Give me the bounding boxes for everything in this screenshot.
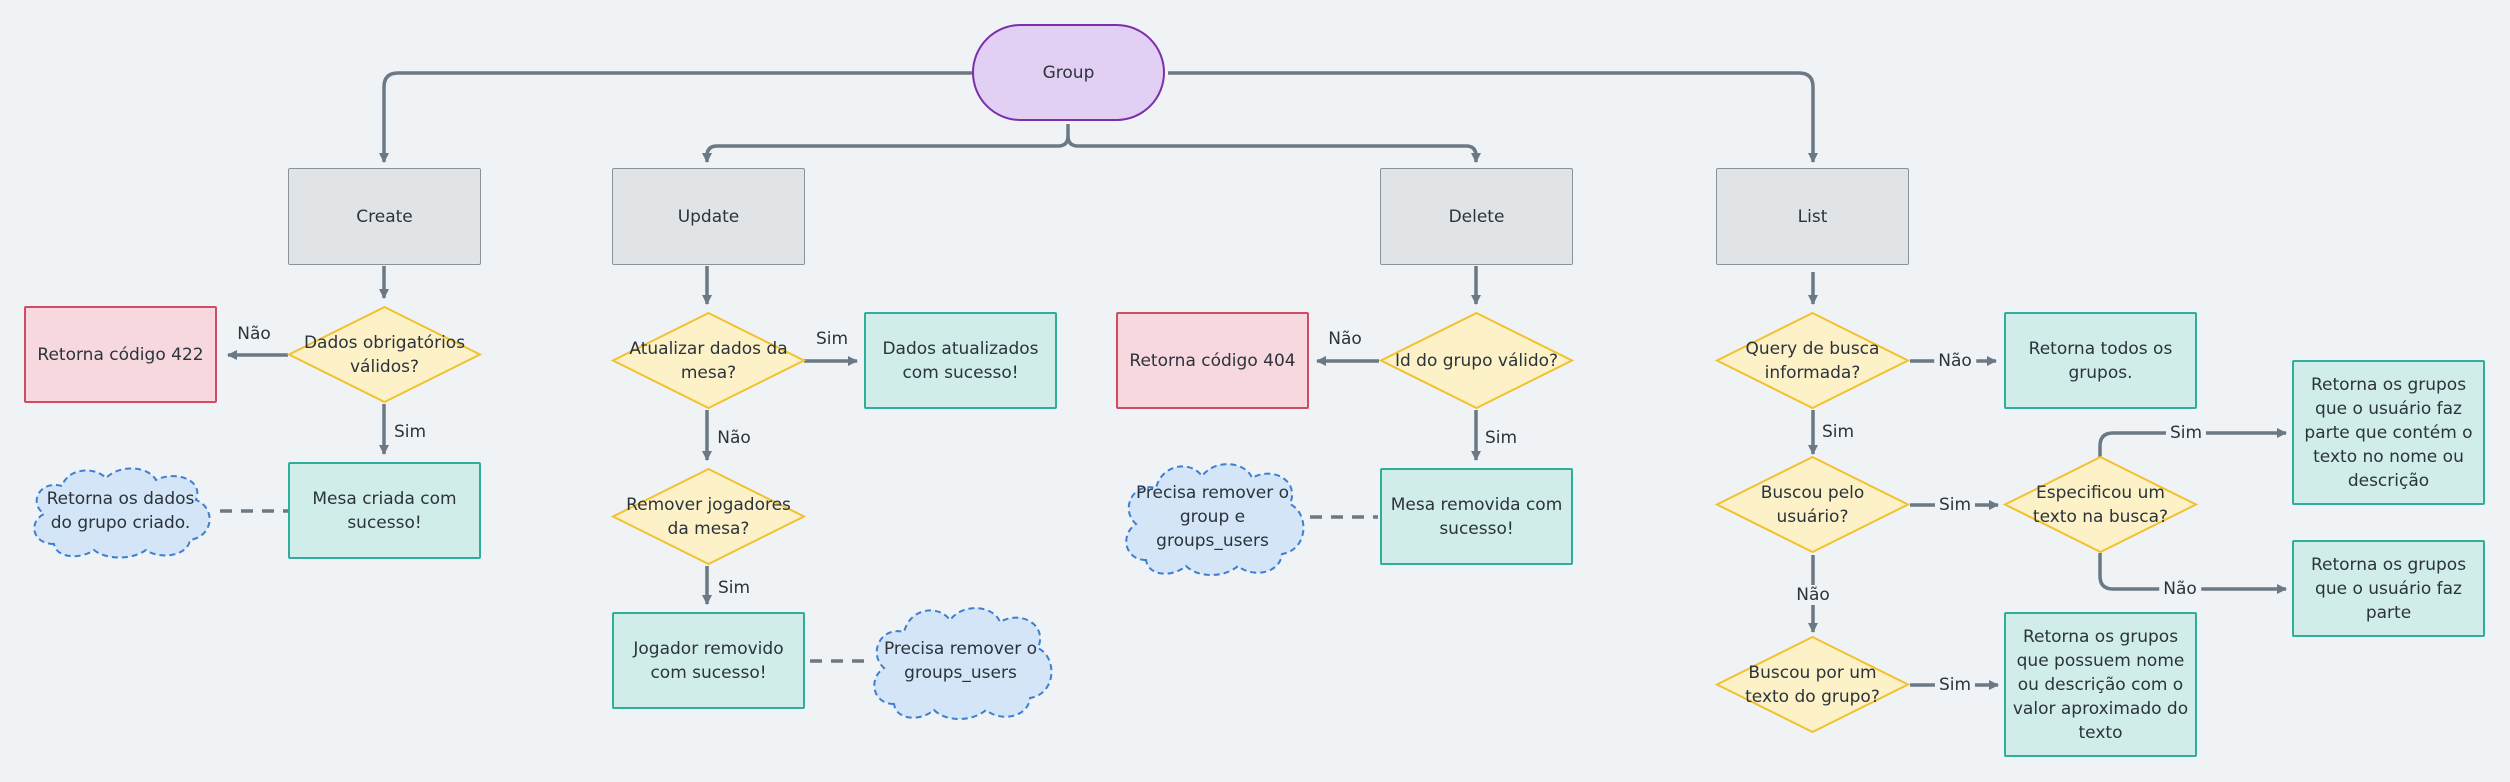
edge-label-sim: Sim: [713, 578, 755, 598]
edge-label-sim: Sim: [1480, 428, 1522, 448]
create-success-box[interactable]: Mesa criada com sucesso!: [288, 462, 481, 559]
update-label: Update: [677, 206, 740, 227]
update-note-cloud[interactable]: Precisa remover o groups_users: [864, 600, 1057, 722]
edge-group-create: [379, 71, 972, 163]
create-note-cloud[interactable]: Retorna os dados do grupo criado.: [24, 462, 217, 559]
create-label: Create: [356, 206, 413, 227]
update-note-label: Precisa remover o groups_users: [883, 639, 1038, 683]
delete-error-box[interactable]: Retorna código 404: [1116, 312, 1309, 409]
update-remove-decision[interactable]: Remover jogadores da mesa?: [610, 467, 807, 566]
update-success-box[interactable]: Dados atualizados com sucesso!: [864, 312, 1057, 409]
update-data-label: Atualizar dados da mesa?: [629, 338, 788, 383]
create-required-decision[interactable]: Dados obrigatórios válidos?: [286, 305, 483, 404]
create-error-box[interactable]: Retorna código 422: [24, 306, 217, 403]
list-user-only-box[interactable]: Retorna os grupos que o usuário faz part…: [2292, 540, 2485, 637]
group-label: Group: [1042, 62, 1095, 83]
update-remove-success-label: Jogador removido com sucesso!: [633, 638, 784, 683]
create-required-label: Dados obrigatórios válidos?: [303, 332, 466, 377]
list-text-decision[interactable]: Especificou um texto na busca?: [2002, 455, 2199, 554]
decision-shape: [2002, 455, 2199, 554]
list-user-only-label: Retorna os grupos que o usuário faz part…: [2310, 554, 2467, 623]
edge-list-text-nao: [2098, 553, 2287, 594]
delete-process[interactable]: Delete: [1380, 168, 1573, 265]
create-note-label: Retorna os dados do grupo criado.: [46, 488, 195, 533]
edge-label-sim: Sim: [2165, 423, 2207, 443]
delete-success-label: Mesa removida com sucesso!: [1390, 494, 1563, 539]
decision-shape: [1378, 311, 1575, 410]
edge-group-delete: [1066, 135, 1481, 163]
update-remove-success-box[interactable]: Jogador removido com sucesso!: [612, 612, 805, 709]
edge-label-sim: Sim: [1934, 675, 1976, 695]
edge-list-text-sim: [2098, 428, 2287, 458]
decision-shape: [610, 467, 807, 566]
delete-note-cloud[interactable]: Precisa remover o group e groups_users: [1116, 456, 1309, 578]
edge-group-update: [702, 124, 1070, 163]
delete-id-label: Id do grupo válido?: [1394, 350, 1559, 371]
edge-label-nao: Não: [1324, 329, 1366, 349]
list-user-label: Buscou pelo usuário?: [1760, 482, 1865, 527]
create-process[interactable]: Create: [288, 168, 481, 265]
cloud-shape: [873, 607, 1053, 720]
update-process[interactable]: Update: [612, 168, 805, 265]
list-group-text-label: Buscou por um texto do grupo?: [1745, 662, 1880, 707]
list-all-box[interactable]: Retorna todos os grupos.: [2004, 312, 2197, 409]
create-success-label: Mesa criada com sucesso!: [312, 488, 457, 533]
decision-shape: [610, 311, 807, 410]
list-group-text-box[interactable]: Retorna os grupos que possuem nome ou de…: [2004, 612, 2197, 757]
delete-error-label: Retorna código 404: [1129, 350, 1296, 371]
create-error-label: Retorna código 422: [37, 344, 204, 365]
decision-shape: [1714, 635, 1911, 734]
delete-note-label: Precisa remover o group e groups_users: [1135, 483, 1290, 551]
list-query-label: Query de busca informada?: [1745, 338, 1880, 383]
edge-label-sim: Sim: [1817, 422, 1859, 442]
edge-group-list: [1168, 71, 1818, 163]
delete-id-decision[interactable]: Id do grupo válido?: [1378, 311, 1575, 410]
list-process[interactable]: List: [1716, 168, 1909, 265]
update-remove-label: Remover jogadores da mesa?: [626, 494, 791, 539]
update-success-label: Dados atualizados com sucesso!: [882, 338, 1039, 383]
edge-label-nao: Não: [713, 428, 755, 448]
update-data-decision[interactable]: Atualizar dados da mesa?: [610, 311, 807, 410]
edge-label-nao: Não: [1792, 585, 1834, 605]
edge-label-nao: Não: [1934, 351, 1976, 371]
decision-shape: [286, 305, 483, 404]
list-all-label: Retorna todos os grupos.: [2028, 338, 2173, 383]
cloud-shape: [1125, 463, 1305, 576]
list-text-label: Especificou um texto na busca?: [2032, 482, 2169, 527]
delete-label: Delete: [1448, 206, 1505, 227]
list-query-decision[interactable]: Query de busca informada?: [1714, 311, 1911, 410]
list-user-text-box[interactable]: Retorna os grupos que o usuário faz part…: [2292, 360, 2485, 505]
list-group-text-decision[interactable]: Buscou por um texto do grupo?: [1714, 635, 1911, 734]
edge-label-nao: Não: [2159, 579, 2201, 599]
edge-label-sim: Sim: [811, 329, 853, 349]
decision-shape: [1714, 455, 1911, 554]
decision-shape: [1714, 311, 1911, 410]
group-terminal[interactable]: Group: [972, 24, 1165, 121]
list-group-text-result-label: Retorna os grupos que possuem nome ou de…: [2012, 626, 2189, 743]
list-label: List: [1797, 206, 1828, 227]
edge-label-sim: Sim: [389, 422, 431, 442]
list-user-decision[interactable]: Buscou pelo usuário?: [1714, 455, 1911, 554]
list-user-text-label: Retorna os grupos que o usuário faz part…: [2304, 374, 2473, 491]
cloud-shape: [33, 467, 211, 559]
delete-success-box[interactable]: Mesa removida com sucesso!: [1380, 468, 1573, 565]
edge-label-sim: Sim: [1934, 495, 1976, 515]
edge-label-nao: Não: [233, 324, 275, 344]
